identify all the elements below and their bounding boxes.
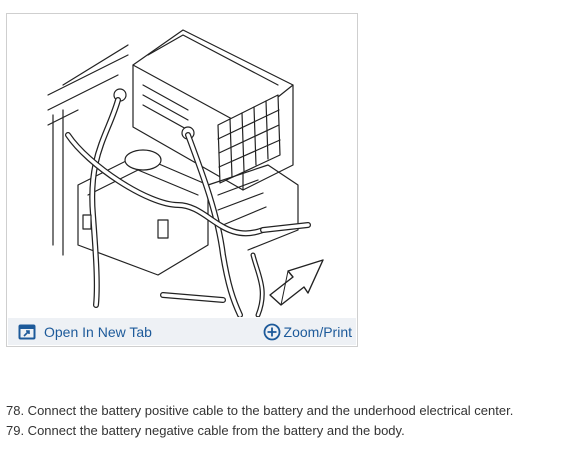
instruction-steps: 78. Connect the battery positive cable t… [6,401,513,441]
step-item: 79. Connect the battery negative cable f… [6,423,405,438]
step-item: 78. Connect the battery positive cable t… [6,403,514,418]
zoom-plus-icon [263,323,281,341]
zoom-print-label: Zoom/Print [283,324,352,340]
open-in-new-tab-label: Open In New Tab [44,324,152,340]
battery-diagram-image[interactable] [8,15,356,317]
zoom-print-link[interactable]: Zoom/Print [263,322,352,342]
open-new-tab-icon [18,324,36,340]
open-in-new-tab-link[interactable]: Open In New Tab [18,322,152,342]
figure-toolbar: Open In New Tab Zoom/Print [8,318,356,345]
figure-card: Open In New Tab Zoom/Print [6,13,358,347]
